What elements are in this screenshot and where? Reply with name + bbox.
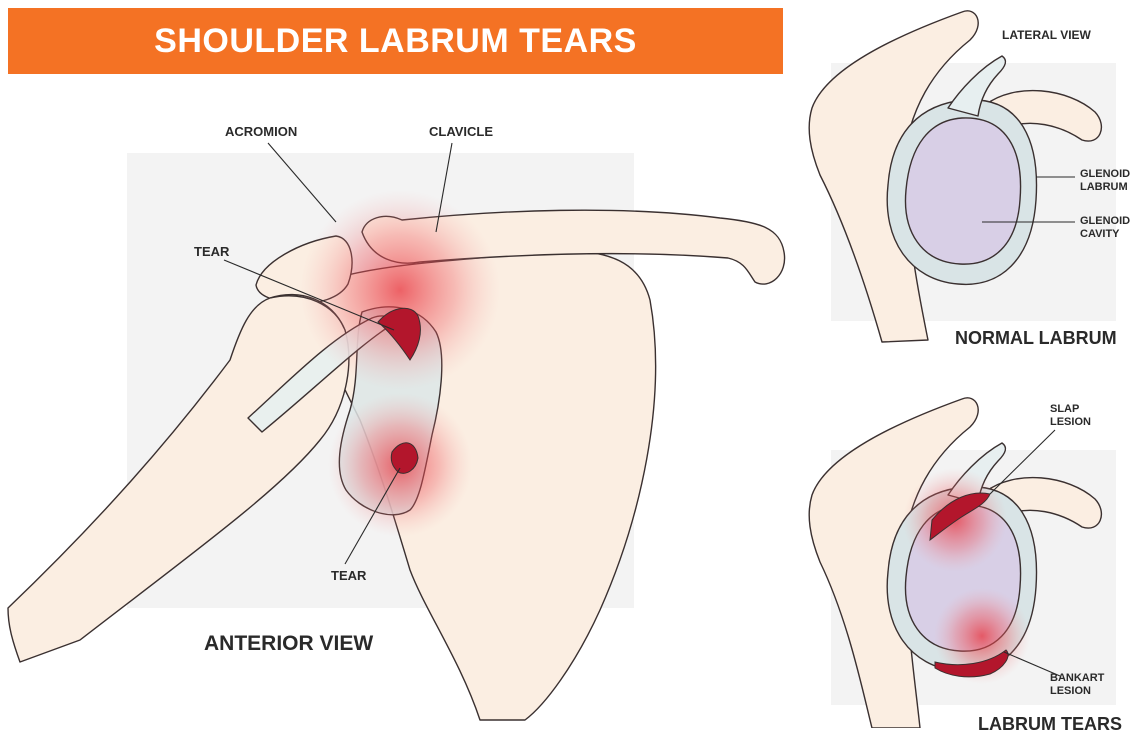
label-acromion: ACROMION (225, 124, 297, 139)
label-clavicle: CLAVICLE (429, 124, 493, 139)
label-slap-lesion-line2: LESION (1050, 416, 1091, 429)
label-glenoid-cavity-line2: CAVITY (1080, 228, 1130, 241)
label-tear-upper: TEAR (194, 244, 229, 259)
label-slap-lesion: SLAP LESION (1050, 403, 1091, 429)
label-glenoid-labrum: GLENOID LABRUM (1080, 168, 1130, 194)
caption-labrum-tears: LABRUM TEARS (978, 714, 1122, 735)
label-bankart-lesion-line2: LESION (1050, 685, 1104, 698)
label-glenoid-cavity: GLENOID CAVITY (1080, 215, 1130, 241)
label-tear-lower: TEAR (331, 568, 366, 583)
heading-lateral-view: LATERAL VIEW (1002, 28, 1091, 43)
label-glenoid-cavity-line1: GLENOID (1080, 215, 1130, 228)
glenoid-cavity-normal (905, 118, 1020, 264)
label-bankart-lesion-line1: BANKART (1050, 672, 1104, 685)
label-glenoid-labrum-line1: GLENOID (1080, 168, 1130, 181)
caption-anterior-view: ANTERIOR VIEW (204, 632, 373, 656)
label-bankart-lesion: BANKART LESION (1050, 672, 1104, 698)
caption-normal-labrum: NORMAL LABRUM (955, 328, 1117, 349)
inflammation-glow-upper (300, 190, 500, 390)
label-glenoid-labrum-line2: LABRUM (1080, 181, 1130, 194)
label-slap-lesion-line1: SLAP (1050, 403, 1091, 416)
